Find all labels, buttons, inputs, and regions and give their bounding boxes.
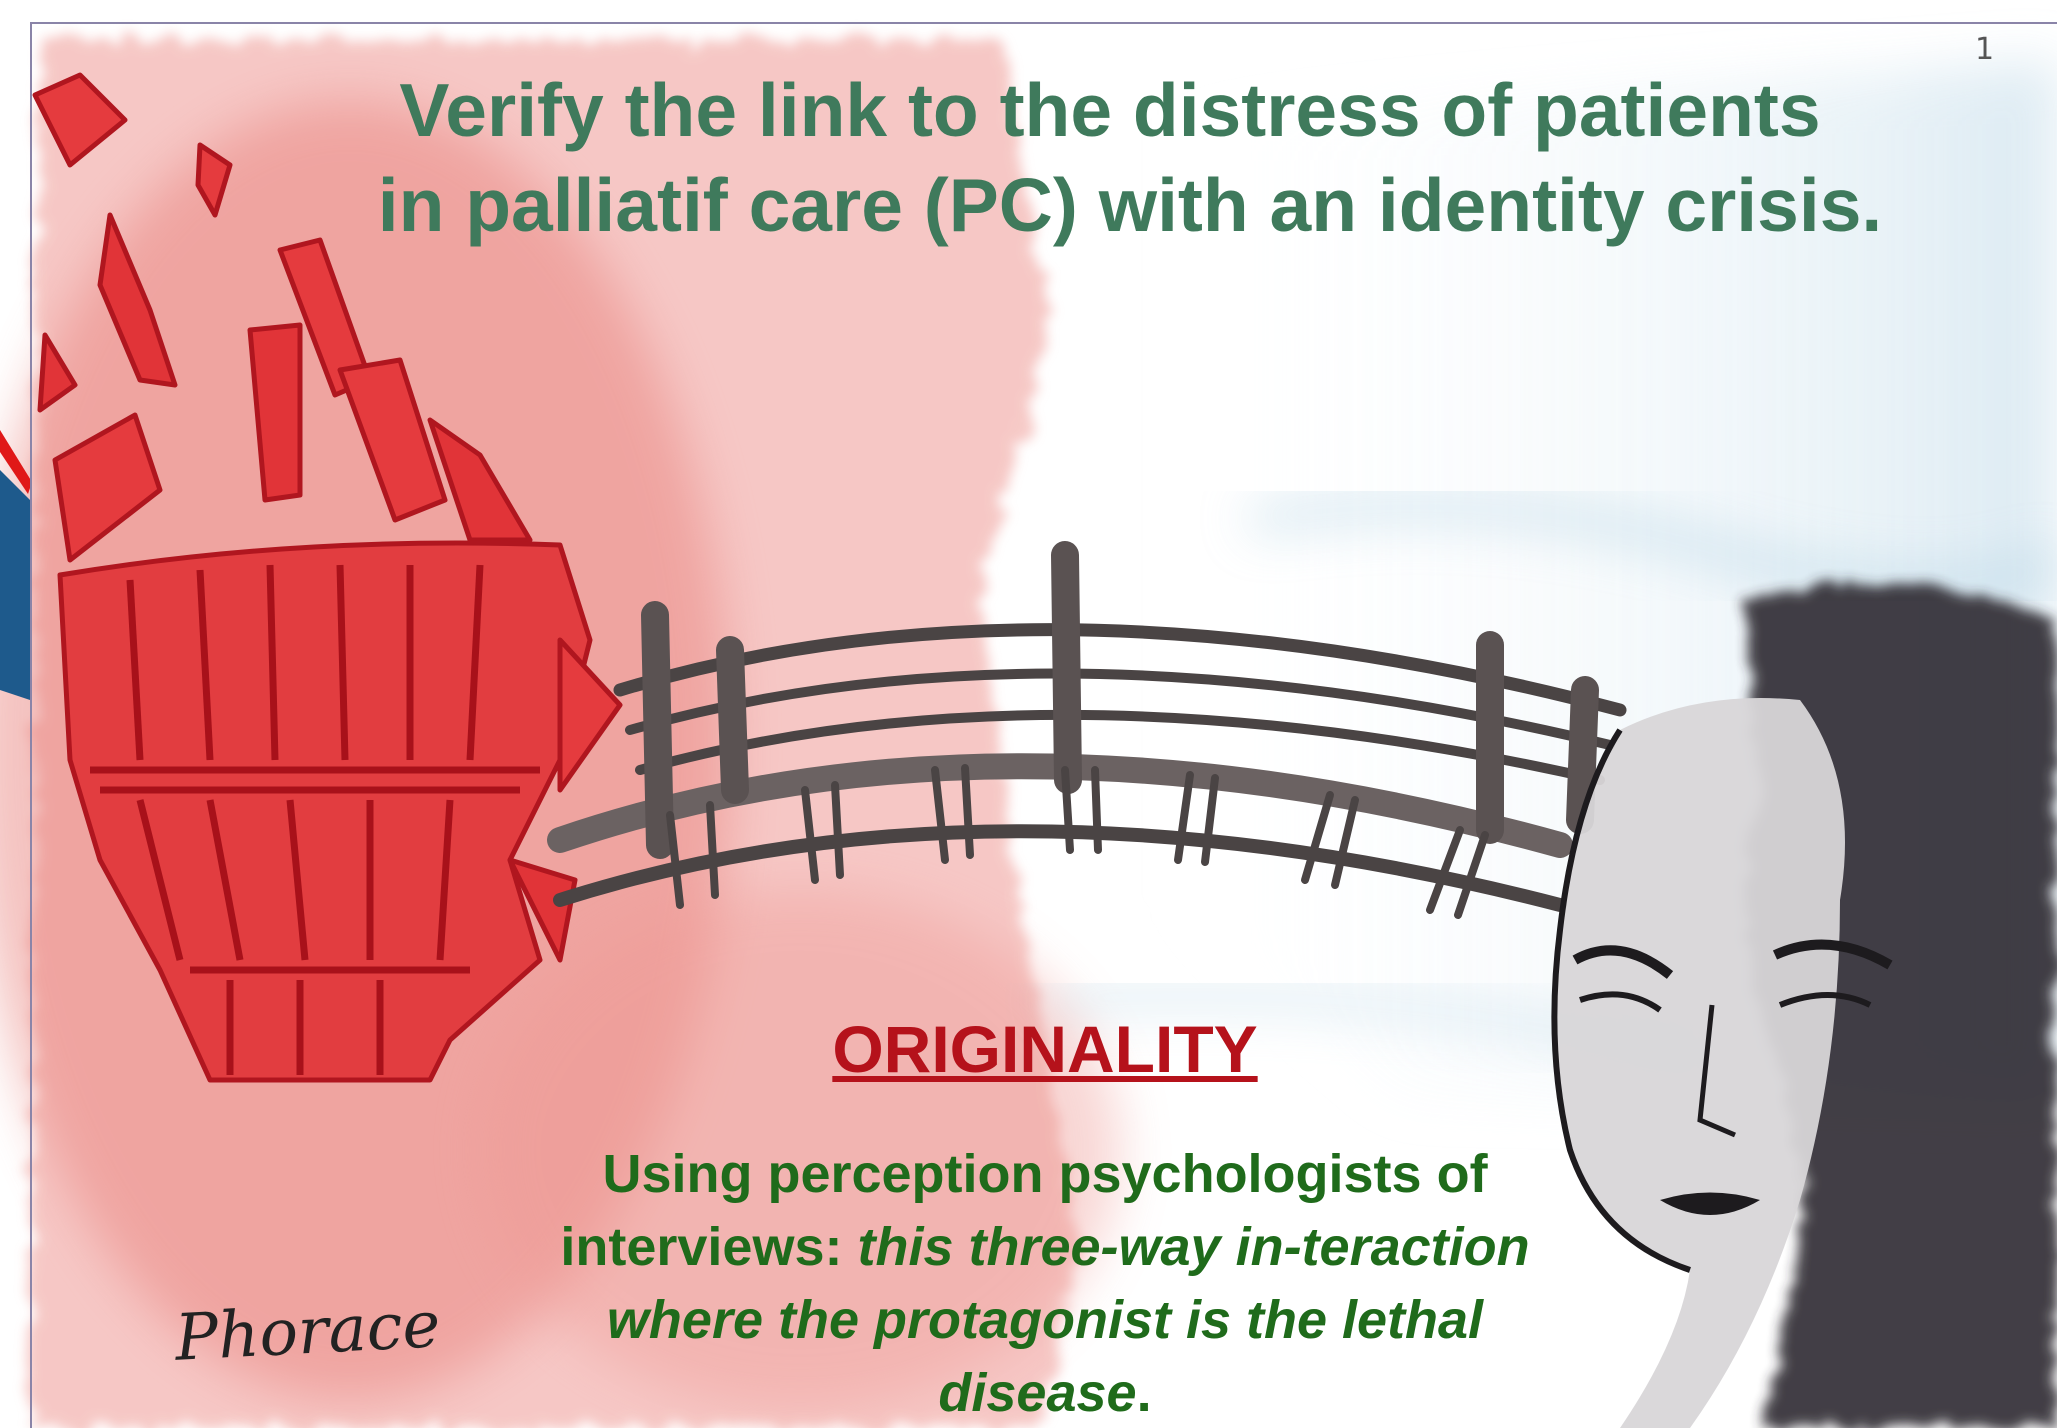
body-italic-text: this three-way in-teraction where the pr… <box>606 1217 1530 1423</box>
originality-text: Using perception psychologists of interv… <box>520 1138 1570 1428</box>
page-number: 1 <box>1975 32 1995 67</box>
artist-signature: Phorace <box>173 1288 443 1376</box>
body-normal-text: Using perception psychologists of interv… <box>560 1144 1488 1277</box>
shattered-red-head <box>32 72 623 1083</box>
title-line-1: Verify the link to the distress of patie… <box>399 68 1821 152</box>
title-line-2: in palliatif care (PC) with an identity … <box>377 163 1883 247</box>
originality-heading: ORIGINALITY <box>832 1012 1258 1086</box>
dark-face <box>1551 584 2057 1428</box>
backing-slide-corner <box>0 430 32 700</box>
wooden-bridge <box>547 541 1627 919</box>
body-end-text: . <box>1136 1363 1152 1423</box>
